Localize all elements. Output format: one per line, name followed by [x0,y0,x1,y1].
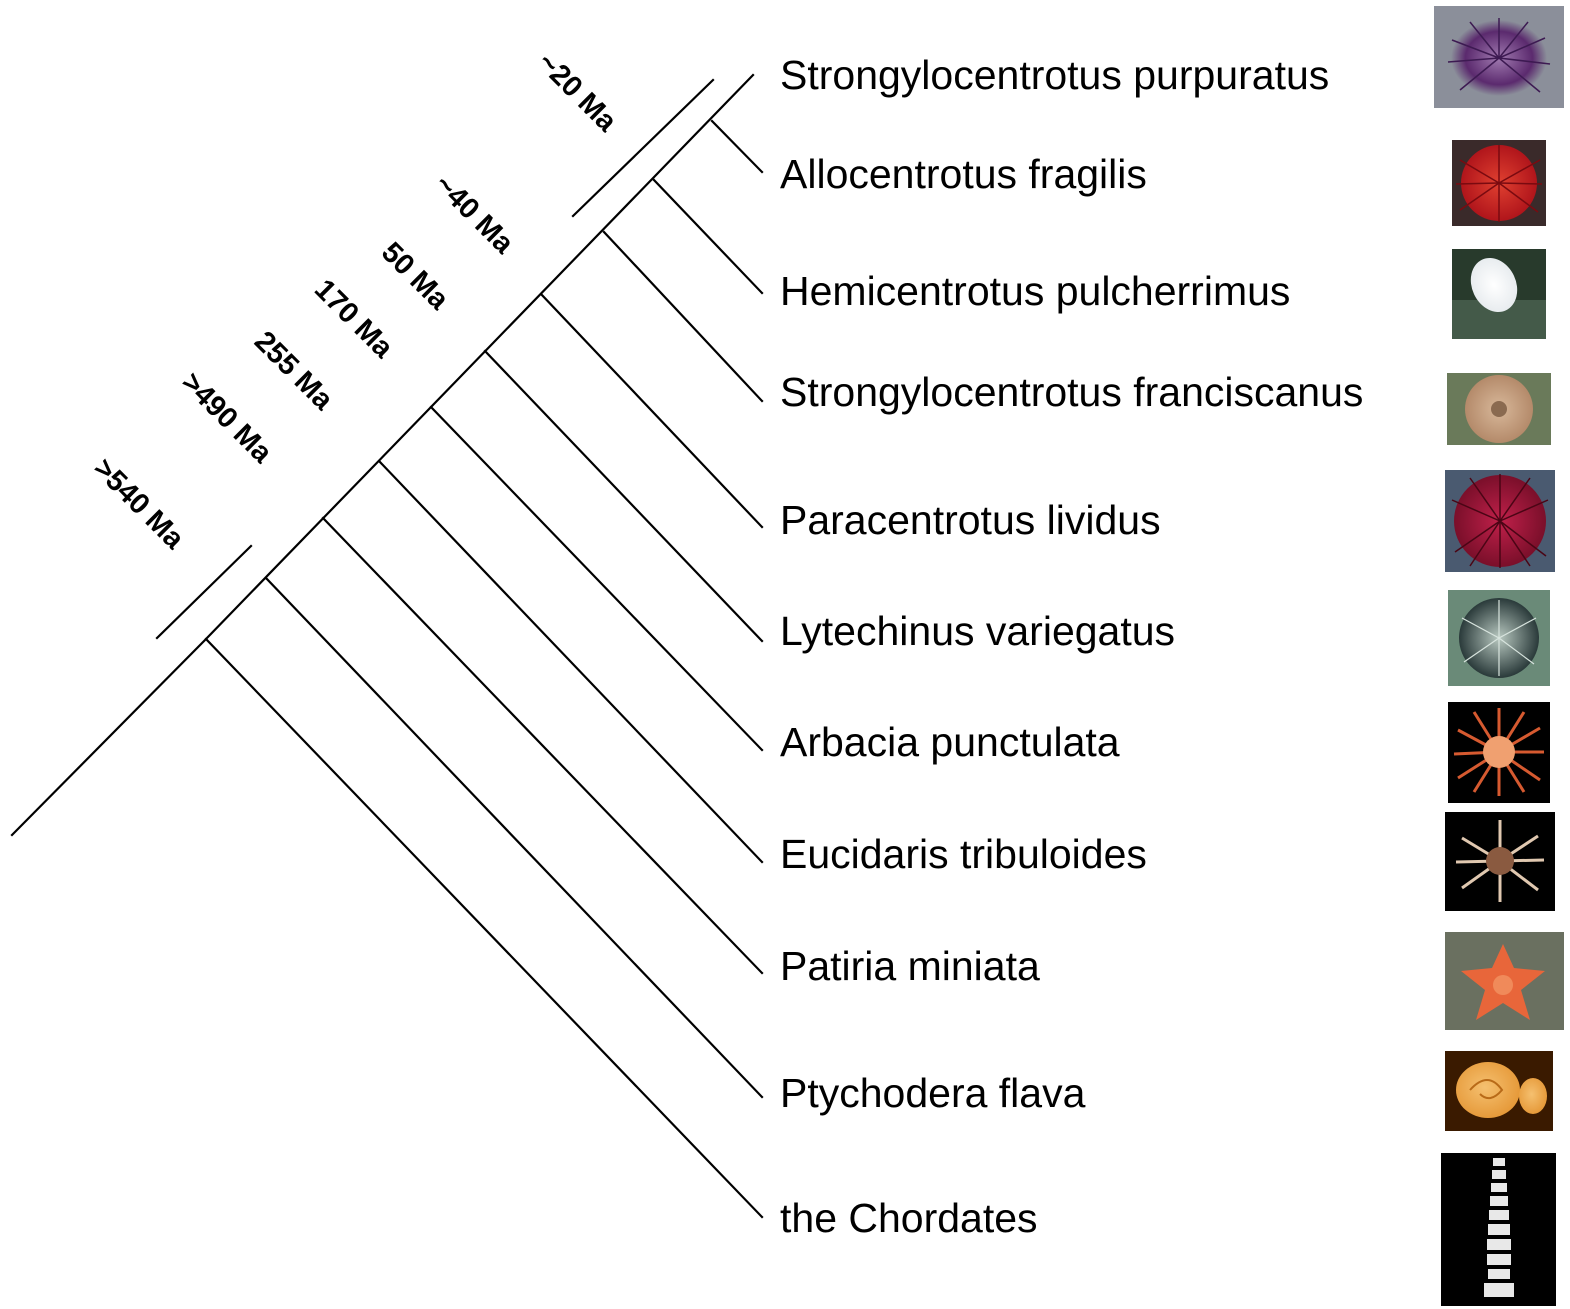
root-branch [12,639,206,835]
green-sea-urchin-photo-icon [1448,590,1550,686]
time-label-170ma: 170 Ma [308,273,400,365]
time-label-490ma: >490 Ma [175,366,279,470]
taxon-label-patiria-miniata: Patiria miniata [780,943,1040,989]
dark-red-sea-urchin-photo-icon [1445,470,1555,572]
taxon-label-lytechinus-variegatus: Lytechinus variegatus [780,608,1175,654]
time-label-50ma: 50 Ma [375,236,455,316]
photo-thumbnails [1434,6,1564,1306]
white-sea-urchin-photo-icon [1452,249,1546,339]
branch-the-chordates [206,639,762,1217]
branch-allocentrotus-fragilis [712,121,762,172]
acorn-worm-photo-icon [1445,1051,1553,1131]
tan-sea-urchin-photo-icon [1447,373,1551,445]
branch-ptychodera-flava [266,578,762,1097]
taxon-label-allocentrotus-fragilis: Allocentrotus fragilis [780,151,1147,197]
purple-sea-urchin-photo-icon [1434,6,1564,108]
time-labels: ~20 Ma ~40 Ma 50 Ma 170 Ma 255 Ma >490 M… [87,46,623,556]
taxon-label-hemicentrotus-pulcherrimus: Hemicentrotus pulcherrimus [780,268,1290,314]
branch-strongylocentrotus-franciscanus [604,232,762,401]
taxon-label-eucidaris-tribuloides: Eucidaris tribuloides [780,831,1147,877]
orange-spiky-urchin-photo-icon [1448,702,1550,803]
taxon-label-strongylocentrotus-purpuratus: Strongylocentrotus purpuratus [780,52,1329,98]
time-marker-540ma [157,546,251,638]
taxon-label-the-chordates: the Chordates [780,1195,1038,1241]
branch-patiria-miniata [323,518,762,973]
taxon-label-arbacia-punctulata: Arbacia punctulata [780,719,1120,765]
taxon-label-strongylocentrotus-franciscanus: Strongylocentrotus franciscanus [780,369,1363,415]
branch-paracentrotus-lividus [541,294,762,527]
time-label-40ma: ~40 Ma [428,168,520,260]
branch-eucidaris-tribuloides [379,461,762,862]
time-label-540ma: >540 Ma [87,452,191,556]
branch-hemicentrotus-pulcherrimus [654,180,762,293]
orange-sea-star-photo-icon [1445,932,1564,1030]
species-labels: Strongylocentrotus purpuratus Allocentro… [780,52,1363,1241]
branch-arbacia-punctulata [431,407,762,750]
taxon-label-paracentrotus-lividus: Paracentrotus lividus [780,497,1161,543]
time-label-20ma: ~20 Ma [531,46,623,138]
spine-xray-photo-icon [1441,1153,1556,1306]
taxon-label-ptychodera-flava: Ptychodera flava [780,1070,1086,1116]
branch-lytechinus-variegatus [485,351,762,641]
pencil-urchin-photo-icon [1445,812,1555,911]
time-label-255ma: 255 Ma [248,325,340,417]
red-sea-urchin-photo-icon [1452,140,1546,226]
